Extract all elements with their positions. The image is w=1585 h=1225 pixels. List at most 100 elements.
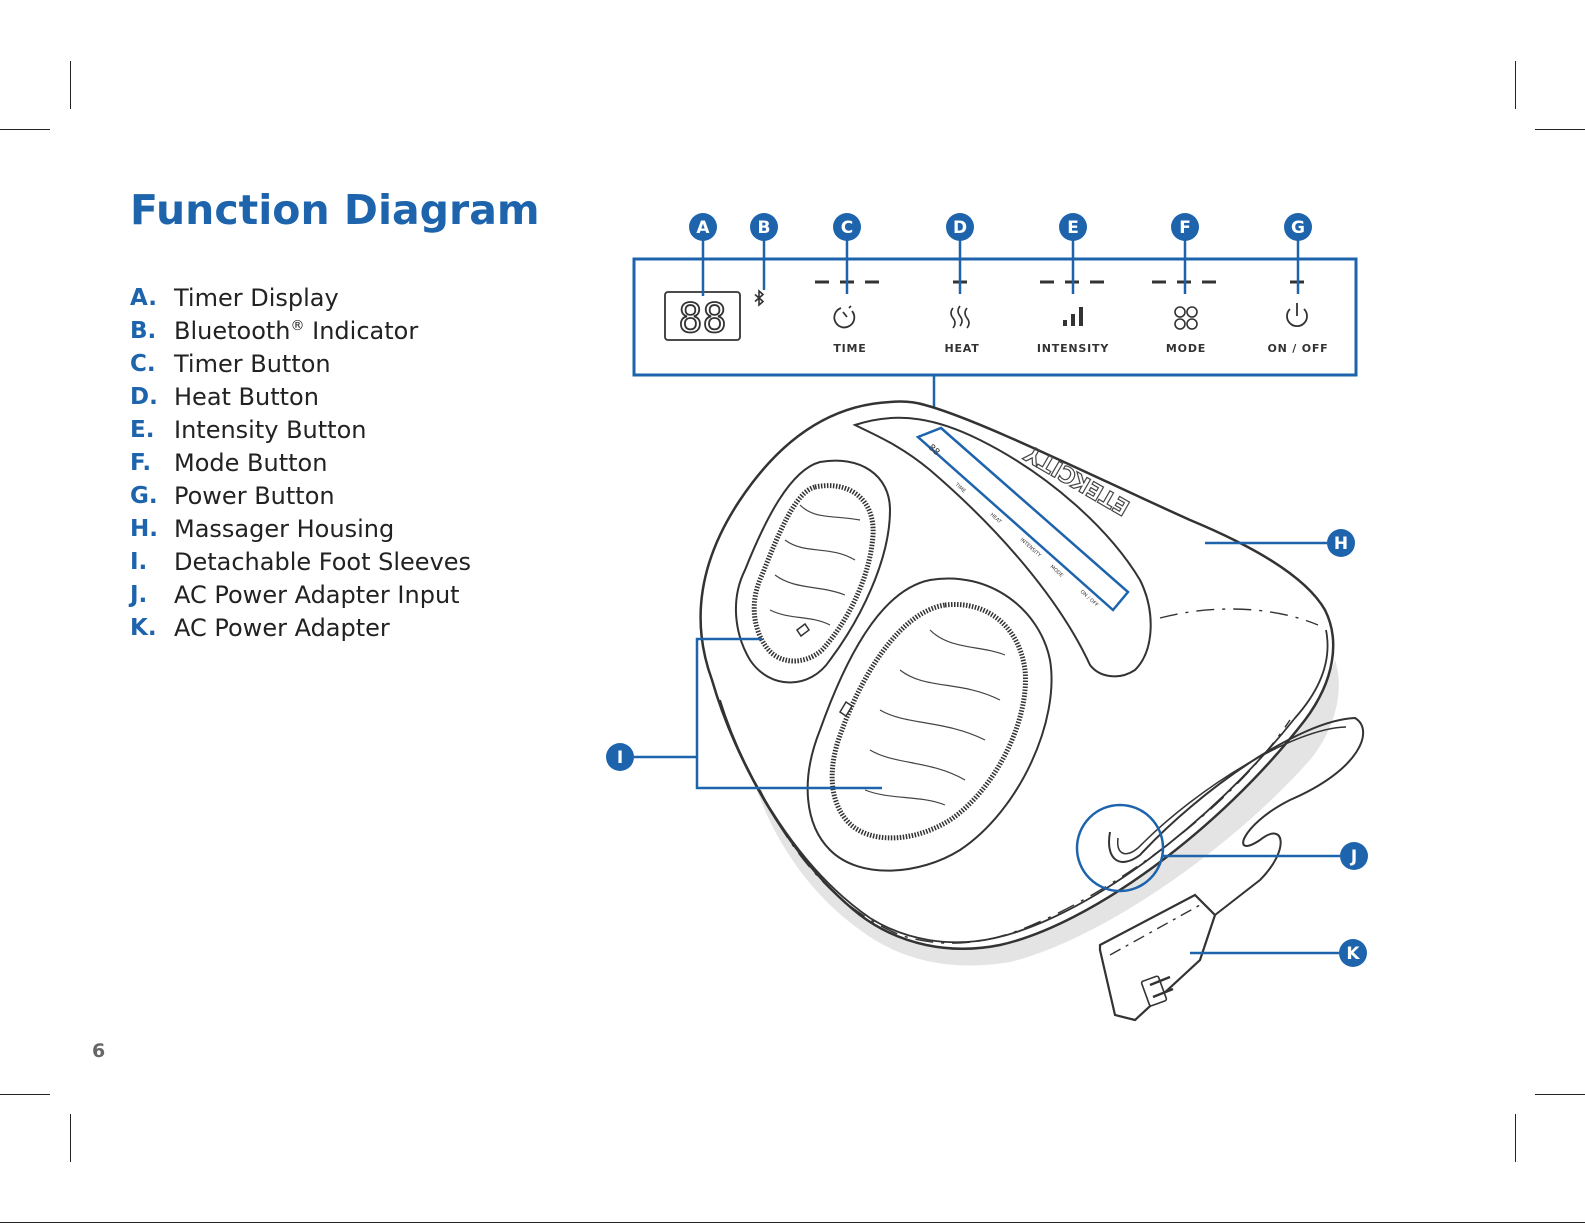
legend-item: D. Heat Button bbox=[130, 380, 471, 413]
legend-label: Timer Display bbox=[174, 283, 339, 312]
base-stitch bbox=[759, 719, 1291, 944]
ac-power-adapter bbox=[1098, 893, 1217, 1022]
right-foot-sleeve bbox=[829, 601, 1028, 841]
crop-mark bbox=[1535, 129, 1585, 130]
legend-letter: H. bbox=[130, 516, 158, 543]
svg-text:F: F bbox=[1179, 218, 1191, 238]
svg-text:G: G bbox=[1291, 218, 1305, 238]
legend-letter: D. bbox=[130, 383, 158, 410]
control-ridge bbox=[852, 416, 1152, 678]
power-cord bbox=[1108, 716, 1365, 916]
timer-icon bbox=[833, 305, 856, 329]
legend-item: J. AC Power Adapter Input bbox=[130, 579, 471, 612]
registered-mark: ® bbox=[290, 317, 305, 334]
crop-mark bbox=[1515, 61, 1516, 109]
power-cord-inner bbox=[1117, 726, 1347, 855]
callout-h: H bbox=[1327, 529, 1355, 557]
svg-text:B: B bbox=[758, 218, 771, 238]
panel-leader-lines bbox=[701, 240, 1300, 430]
legend-item: A. Timer Display bbox=[130, 281, 471, 314]
adapter-input-highlight bbox=[1075, 803, 1165, 893]
svg-text:D: D bbox=[953, 218, 967, 238]
control-panel-frame bbox=[632, 257, 1358, 377]
intensity-label: INTENSITY bbox=[1037, 342, 1109, 355]
svg-text:H: H bbox=[1334, 534, 1348, 554]
svg-text:C: C bbox=[841, 218, 853, 238]
legend-label: Timer Button bbox=[174, 349, 331, 378]
legend-label-main: Bluetooth bbox=[174, 316, 291, 345]
legend-letter: B. bbox=[130, 317, 157, 344]
legend-letter: A. bbox=[130, 284, 157, 311]
legend-letter: E. bbox=[130, 416, 155, 443]
legend-item: B. Bluetooth® Indicator bbox=[130, 314, 471, 347]
callout-i-leader bbox=[695, 637, 882, 790]
legend-label-suffix: Indicator bbox=[304, 316, 419, 345]
left-sleeve-folds bbox=[769, 504, 861, 626]
legend-letter: G. bbox=[130, 483, 158, 510]
callout-b: B bbox=[750, 213, 778, 241]
crop-mark bbox=[70, 1114, 71, 1162]
legend-label: Power Button bbox=[174, 482, 335, 511]
right-sleeve-folds bbox=[864, 629, 1006, 806]
callout-g: G bbox=[1284, 213, 1312, 241]
callout-j: J bbox=[1340, 842, 1368, 870]
legend-item: H. Massager Housing bbox=[130, 513, 471, 546]
legend-label: AC Power Adapter Input bbox=[174, 581, 460, 610]
signal-bars-icon bbox=[1063, 307, 1083, 326]
power-icon bbox=[1286, 303, 1308, 328]
callout-e: E bbox=[1059, 213, 1087, 241]
svg-text:K: K bbox=[1346, 944, 1360, 964]
crop-mark bbox=[1515, 1114, 1516, 1162]
legend-letter: I. bbox=[130, 549, 148, 576]
callout-a: A bbox=[689, 213, 717, 241]
page-bottom-rule bbox=[0, 1222, 1585, 1223]
callout-i: I bbox=[606, 743, 634, 771]
legend-item: K. AC Power Adapter bbox=[130, 612, 471, 645]
page-number: 6 bbox=[92, 1040, 106, 1062]
mode-label: MODE bbox=[1166, 342, 1206, 355]
left-foot-sleeve bbox=[751, 483, 876, 664]
legend-label: Bluetooth® Indicator bbox=[174, 317, 418, 345]
device-panel bbox=[915, 426, 1130, 612]
legend-label: Heat Button bbox=[174, 382, 319, 411]
crop-mark bbox=[0, 129, 50, 130]
legend-label: Detachable Foot Sleeves bbox=[174, 548, 472, 577]
callout-c: C bbox=[833, 213, 861, 241]
time-label: TIME bbox=[833, 342, 866, 355]
legend-letter: K. bbox=[130, 615, 157, 642]
page-title: Function Diagram bbox=[130, 186, 540, 234]
heat-icon bbox=[950, 305, 970, 329]
callout-d: D bbox=[946, 213, 974, 241]
bluetooth-icon bbox=[754, 289, 765, 307]
power-label: ON / OFF bbox=[1267, 342, 1328, 355]
legend-item: G. Power Button bbox=[130, 480, 471, 513]
legend-label: Massager Housing bbox=[174, 515, 395, 544]
svg-text:I: I bbox=[617, 748, 623, 768]
legend-letter: J. bbox=[130, 582, 148, 609]
timer-display-digits: 88 bbox=[678, 296, 726, 342]
legend-item: I. Detachable Foot Sleeves bbox=[130, 546, 471, 579]
legend-item: C. Timer Button bbox=[130, 347, 471, 380]
legend-item: E. Intensity Button bbox=[130, 413, 471, 446]
left-zipper-pull bbox=[795, 622, 811, 638]
svg-text:E: E bbox=[1067, 218, 1079, 238]
legend-item: F. Mode Button bbox=[130, 446, 471, 479]
right-zipper-pull bbox=[838, 700, 854, 718]
callout-k: K bbox=[1339, 939, 1367, 967]
legend-label: Intensity Button bbox=[174, 415, 367, 444]
top-stitch bbox=[1159, 608, 1319, 626]
svg-text:J: J bbox=[1350, 847, 1357, 867]
clover-icon bbox=[1174, 306, 1198, 330]
callout-f: F bbox=[1171, 213, 1199, 241]
legend-label: Mode Button bbox=[174, 449, 328, 478]
crop-mark bbox=[1535, 1094, 1585, 1095]
crop-mark bbox=[0, 1094, 50, 1095]
legend-list: A. Timer Display B. Bluetooth® Indicator C… bbox=[130, 281, 471, 645]
heat-label: HEAT bbox=[944, 342, 979, 355]
svg-text:A: A bbox=[696, 218, 710, 238]
legend-label: AC Power Adapter bbox=[174, 614, 390, 643]
legend-letter: C. bbox=[130, 350, 156, 377]
crop-mark bbox=[70, 61, 71, 109]
legend-letter: F. bbox=[130, 450, 152, 477]
